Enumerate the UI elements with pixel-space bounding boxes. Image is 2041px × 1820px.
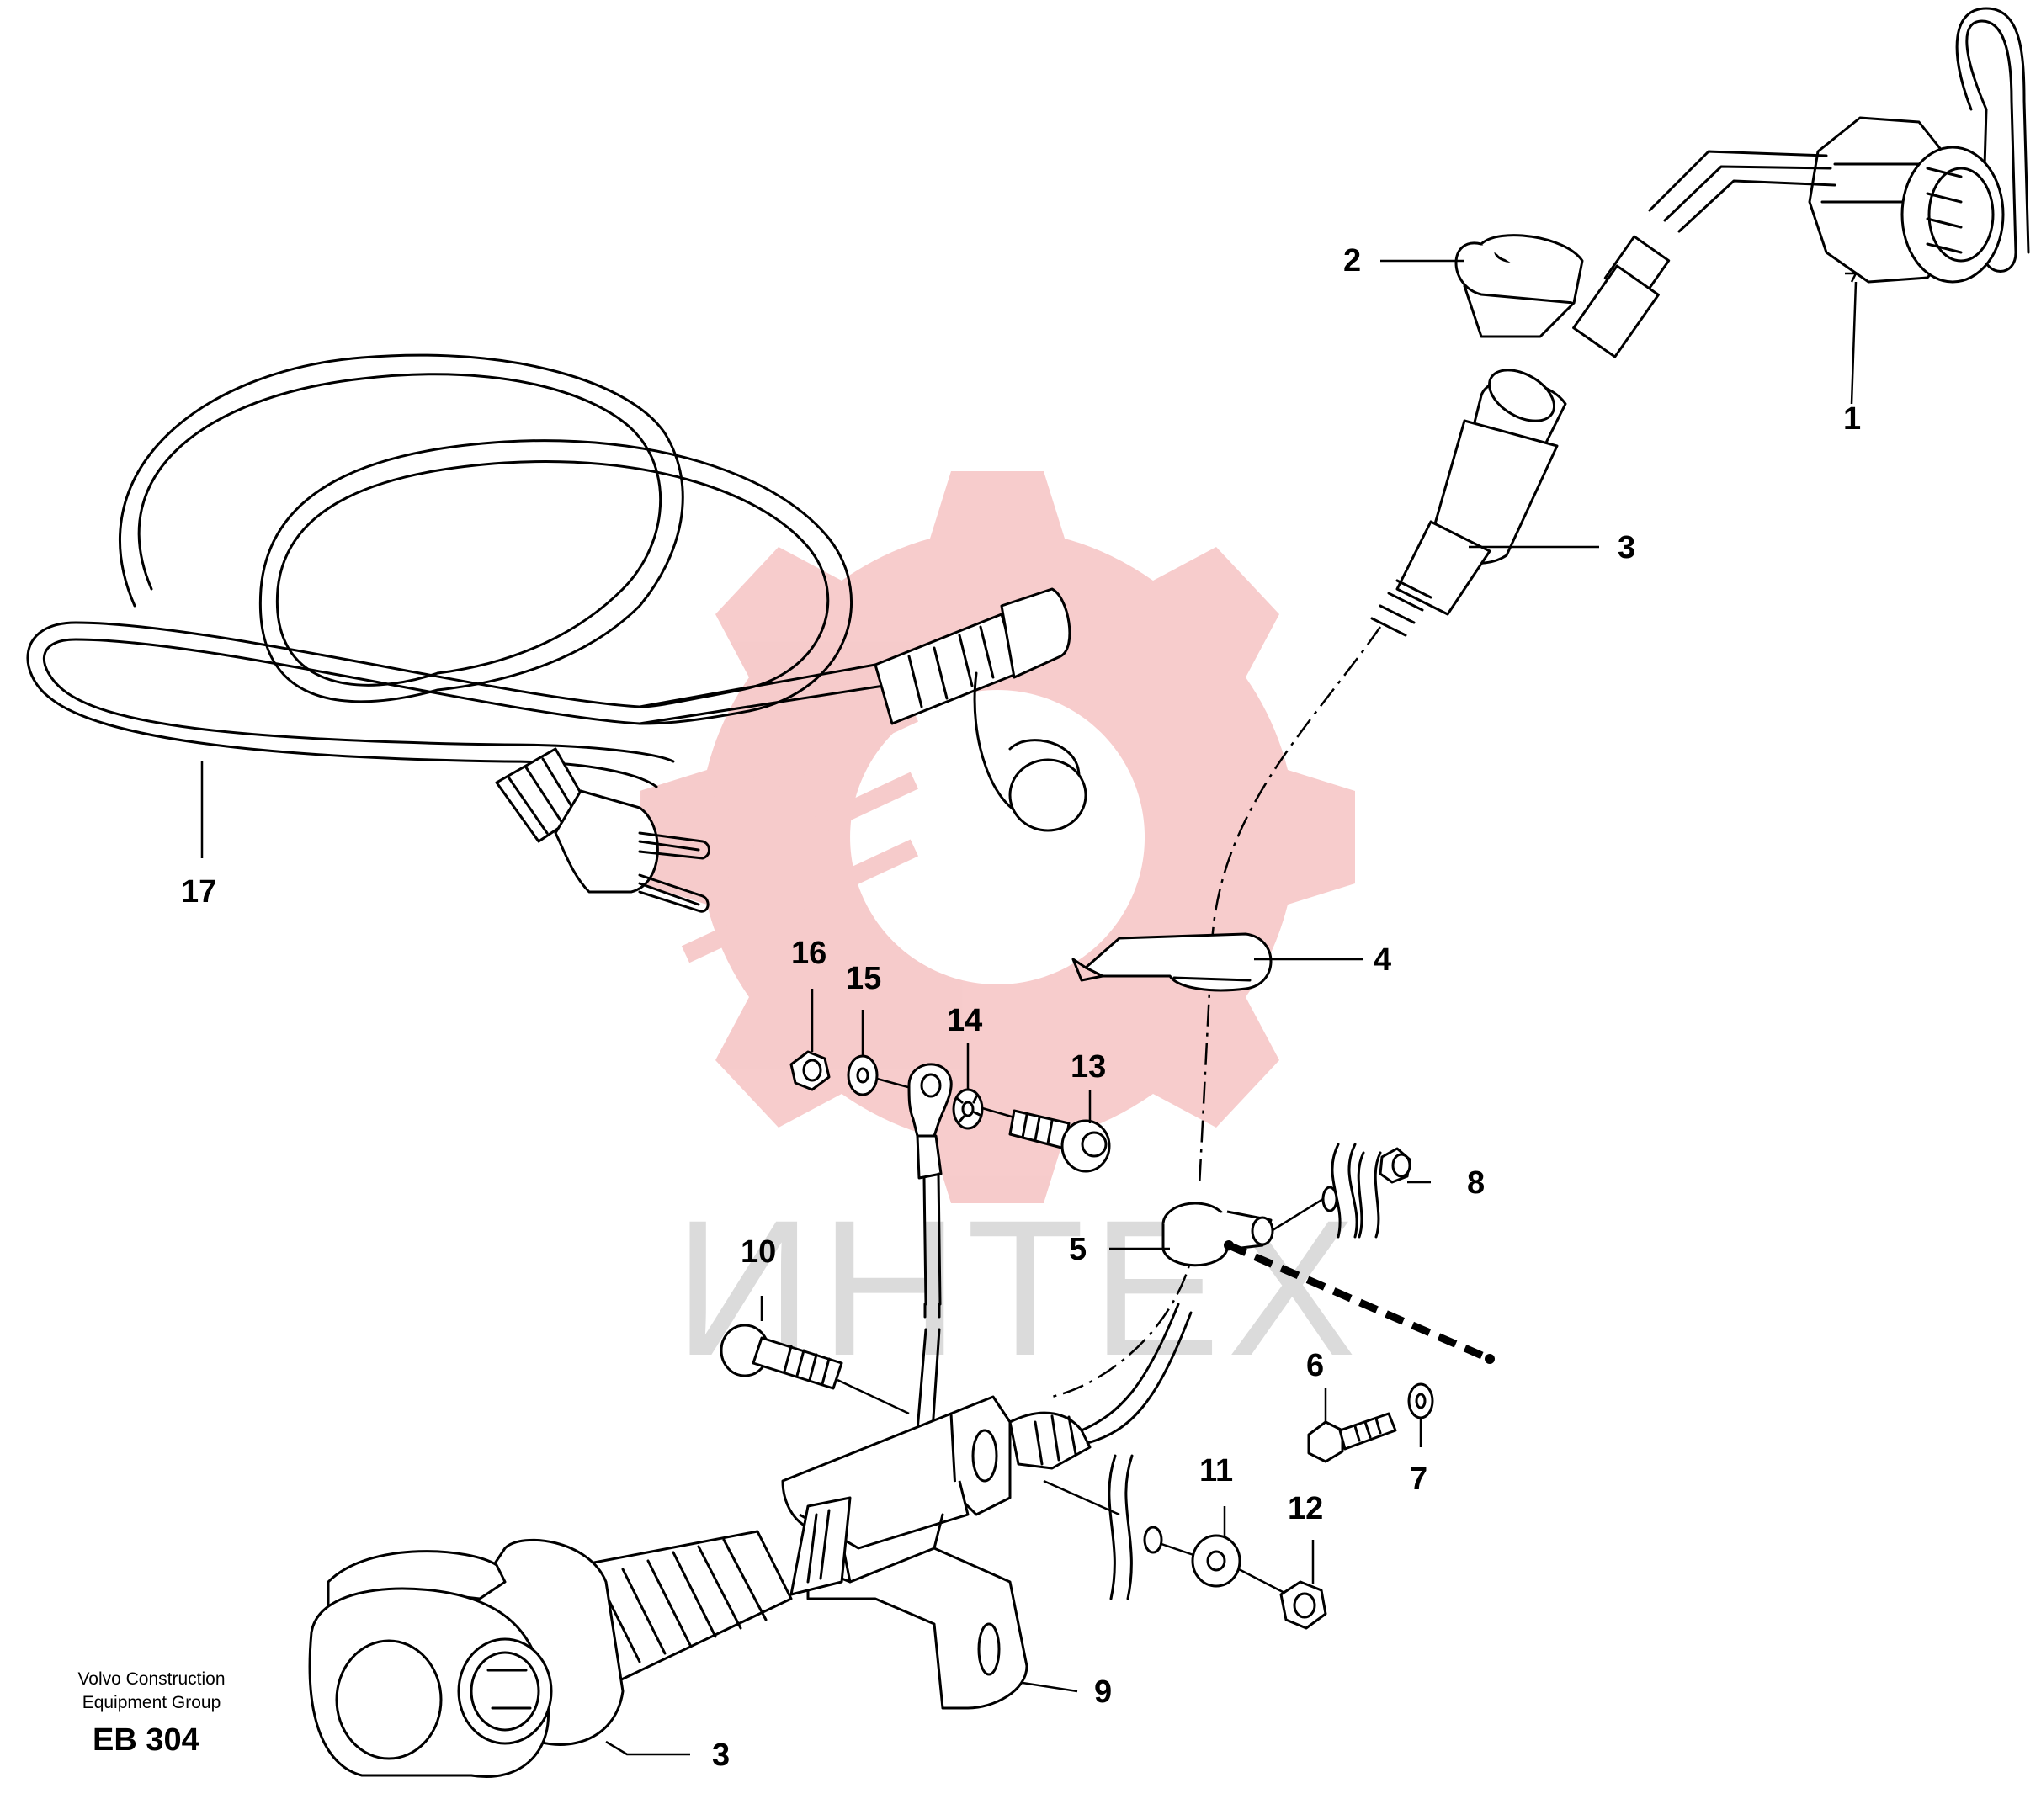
callout-3-upper: 3 <box>1618 530 1635 565</box>
washer-15 <box>847 1054 879 1096</box>
callout-labels: 1 2 3 3 4 5 6 7 8 9 10 11 12 13 14 15 16… <box>181 243 1861 1773</box>
callout-16: 16 <box>791 936 826 971</box>
callout-12: 12 <box>1288 1491 1323 1526</box>
mounting-dashed-line <box>1227 1241 1491 1363</box>
callout-2: 2 <box>1343 243 1361 279</box>
washer-7 <box>1407 1382 1434 1419</box>
bracket-9 <box>781 1395 1028 1710</box>
cable-tie-4 <box>1071 932 1273 992</box>
connector-3-upper <box>1370 369 1567 637</box>
routing-line-upper <box>1198 626 1382 1187</box>
watermark-gear <box>640 471 1355 1203</box>
nut-12 <box>1279 1580 1327 1630</box>
footer-company-line1: Volvo Construction <box>77 1669 225 1689</box>
callout-9: 9 <box>1094 1674 1112 1710</box>
cord-plug-end <box>495 747 710 913</box>
nut-8 <box>1272 1143 1411 1239</box>
callout-17: 17 <box>181 874 216 910</box>
inlet-socket-3-lower <box>308 1303 1193 1778</box>
callout-10: 10 <box>741 1234 776 1270</box>
callout-13: 13 <box>1071 1049 1106 1085</box>
footer-figure-code: EB 304 <box>93 1722 199 1758</box>
bolt-13 <box>1008 1109 1111 1173</box>
p-clamp-5 <box>1161 1202 1274 1267</box>
extension-cord-17 <box>26 353 1087 913</box>
callout-11: 11 <box>1199 1453 1233 1488</box>
leader-lines <box>200 259 1858 1756</box>
heater-element-1 <box>1572 7 2030 358</box>
watermark-stripes <box>681 704 919 963</box>
callout-7: 7 <box>1410 1462 1427 1497</box>
callout-8: 8 <box>1467 1165 1485 1201</box>
cord-socket-end <box>874 587 1087 832</box>
callout-1: 1 <box>1843 401 1861 437</box>
callout-14: 14 <box>947 1003 982 1038</box>
callout-15: 15 <box>846 961 881 996</box>
footer-company-line2: Equipment Group <box>82 1693 221 1712</box>
callout-4: 4 <box>1374 942 1391 978</box>
clip-2 <box>1454 234 1584 338</box>
callout-3-lower: 3 <box>712 1738 730 1773</box>
washer-11 <box>1108 1454 1289 1600</box>
callout-6: 6 <box>1306 1348 1324 1383</box>
callout-5: 5 <box>1069 1232 1087 1267</box>
bolt-10 <box>720 1324 1120 1516</box>
bolt-6 <box>1307 1412 1397 1463</box>
lock-washer-14 <box>952 1088 984 1130</box>
footer: Volvo Construction Equipment Group EB 30… <box>77 1669 225 1758</box>
nut-16 <box>789 1050 831 1091</box>
